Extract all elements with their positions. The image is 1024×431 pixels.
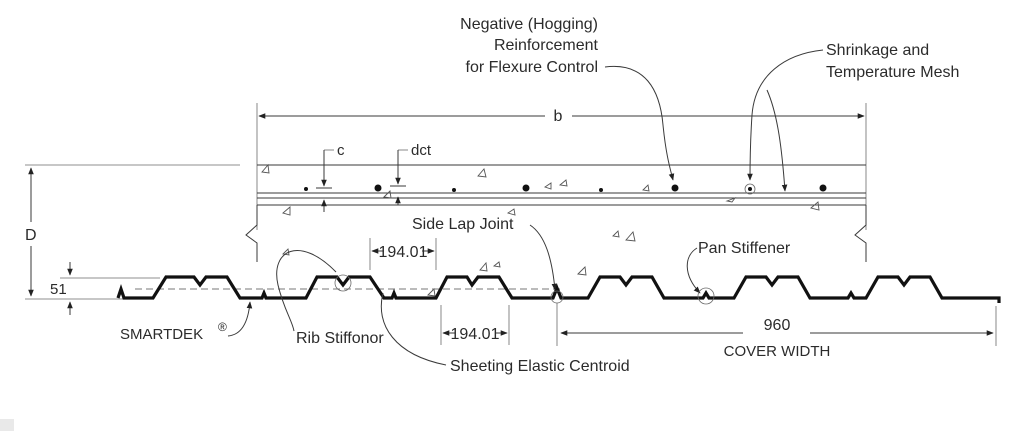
elastic-centroid-label: Sheeting Elastic Centroid [450, 358, 630, 375]
aggregate-marks [261, 163, 820, 297]
neg-reinforcement-line2: Reinforcement [494, 37, 599, 54]
concrete-slab [25, 164, 867, 262]
right-break-line [854, 205, 867, 262]
corner-mark [0, 419, 14, 431]
depth-D-label: D [25, 227, 37, 244]
cover-width-label: COVER WIDTH [724, 343, 831, 360]
rib-height-label: 51 [50, 281, 67, 298]
cover-c-label: c [337, 142, 345, 159]
side-lap-joint-label: Side Lap Joint [412, 216, 514, 233]
rib-height-dimension: 51 [25, 262, 160, 315]
rib-stiffener-label: Rib Stiffonor [296, 330, 384, 347]
pan-stiffener-callout: Pan Stiffener [686, 240, 791, 305]
reinforcement-bars [304, 183, 827, 195]
cover-width-value: 960 [764, 317, 791, 334]
rib-spacing-dimension-top: 194.01 [369, 238, 437, 270]
shrinkage-mesh-callout: Shrinkage and Temperature Mesh [747, 42, 959, 192]
rib-spacing-bottom-label: 194.01 [451, 326, 500, 343]
rib-spacing-top-label: 194.01 [379, 244, 428, 261]
overall-depth-dimension: D [25, 167, 37, 297]
pan-stiffener-label: Pan Stiffener [698, 240, 791, 257]
width-b-dimension: b [256, 103, 867, 230]
smartdek-registered: ® [218, 320, 227, 334]
rib-spacing-dimension-bottom: 194.01 [440, 305, 510, 345]
shrinkage-line1: Shrinkage and [826, 42, 929, 59]
smartdek-callout: SMARTDEK ® [120, 301, 253, 343]
smartdek-label: SMARTDEK [120, 326, 203, 343]
cover-width-dimension: 960 COVER WIDTH [556, 303, 997, 360]
elastic-centroid-callout: Sheeting Elastic Centroid [380, 292, 630, 375]
depth-dimension-dct: dct [390, 142, 432, 205]
side-lap-joint-callout: Side Lap Joint [412, 216, 564, 304]
rib-stiffener-callout: Rib Stiffonor [276, 250, 384, 347]
cover-dimension-c: c [316, 142, 345, 212]
negative-reinforcement-callout: Negative (Hogging) Reinforcement for Fle… [460, 16, 675, 181]
depth-dct-label: dct [411, 142, 432, 159]
width-b-label: b [554, 108, 563, 125]
steel-sheeting-profile [116, 275, 1001, 303]
left-break-line [245, 205, 258, 262]
shrinkage-line2: Temperature Mesh [826, 64, 959, 81]
neg-reinforcement-line3: for Flexure Control [466, 59, 599, 76]
neg-reinforcement-line1: Negative (Hogging) [460, 16, 598, 33]
